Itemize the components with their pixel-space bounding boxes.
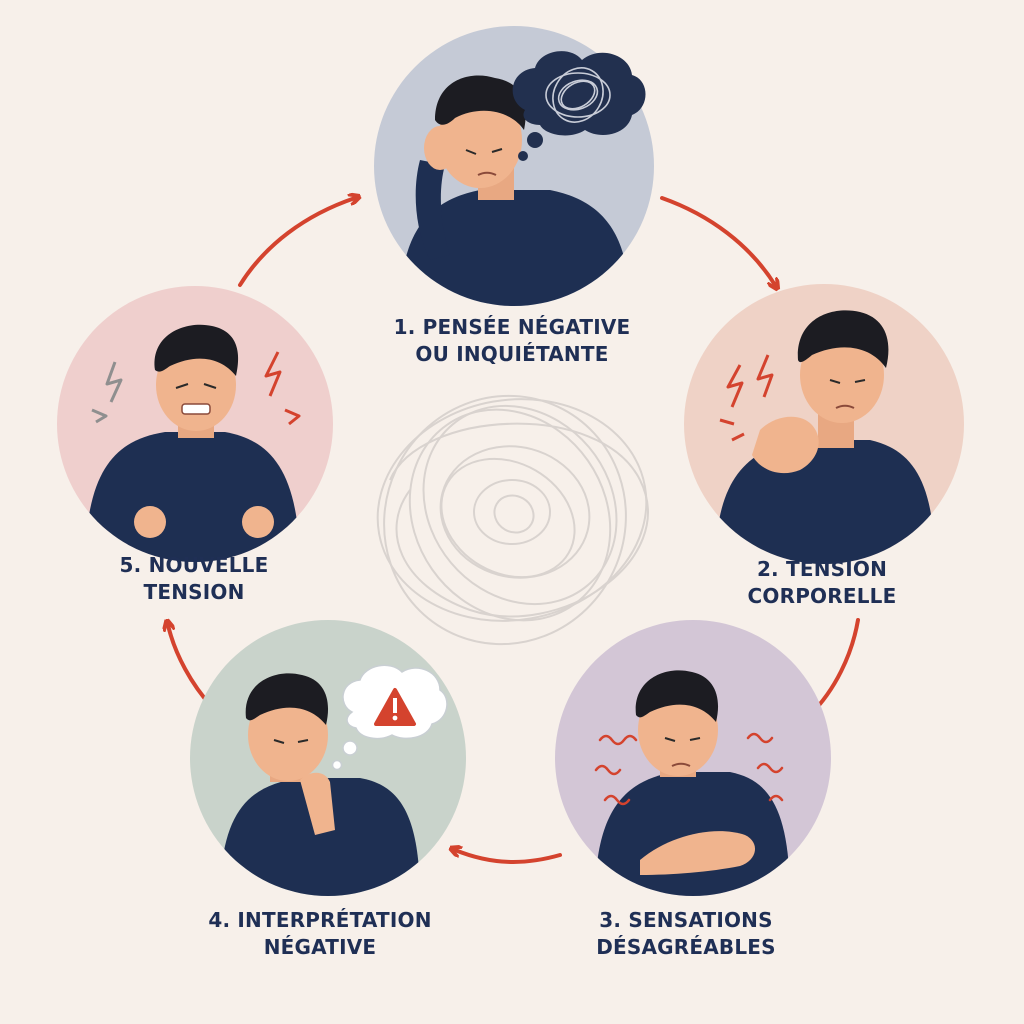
step-2-label-line1: 2. TENSION: [756, 557, 888, 581]
step-4-label-line1: 4. INTERPRÉTATION: [208, 908, 432, 932]
scribble-spiral-icon: [376, 394, 649, 646]
step-2-illustration: [684, 284, 964, 564]
arrow-1-to-2: [660, 196, 775, 285]
step-3-illustration: [555, 620, 831, 896]
warning-thought-cloud-icon: [331, 664, 448, 771]
step-2-label-line2: CORPORELLE: [747, 584, 897, 608]
step-3-label-line1: 3. SENSATIONS: [599, 908, 773, 932]
step-5-label-line1: 5. NOUVELLE: [119, 553, 269, 577]
step-2-label: 2. TENSION CORPORELLE: [672, 556, 972, 610]
arrow-3-to-4: [455, 850, 562, 864]
lightning-pain-icon: [719, 354, 774, 442]
squiggle-sensation-icon: [594, 732, 784, 806]
step-5-label-line2: TENSION: [143, 580, 245, 604]
step-5-illustration: [57, 286, 333, 562]
step-1-label-line1: 1. PENSÉE NÉGATIVE: [393, 315, 631, 339]
step-1-label-line2: OU INQUIÉTANTE: [415, 342, 609, 366]
tangled-thought-cloud-icon: [512, 51, 646, 161]
lightning-tension-icon: [91, 351, 301, 426]
step-1-label: 1. PENSÉE NÉGATIVE OU INQUIÉTANTE: [362, 314, 662, 368]
step-3-label: 3. SENSATIONS DÉSAGRÉABLES: [536, 907, 836, 961]
arrow-5-to-1: [238, 198, 355, 287]
step-3-label-line2: DÉSAGRÉABLES: [596, 935, 776, 959]
cycle-arrows: [168, 196, 860, 864]
step-5-label: 5. NOUVELLE TENSION: [44, 552, 344, 606]
step-4-label-line2: NÉGATIVE: [263, 935, 377, 959]
step-4-label: 4. INTERPRÉTATION NÉGATIVE: [170, 907, 470, 961]
step-4-illustration: [190, 620, 466, 896]
